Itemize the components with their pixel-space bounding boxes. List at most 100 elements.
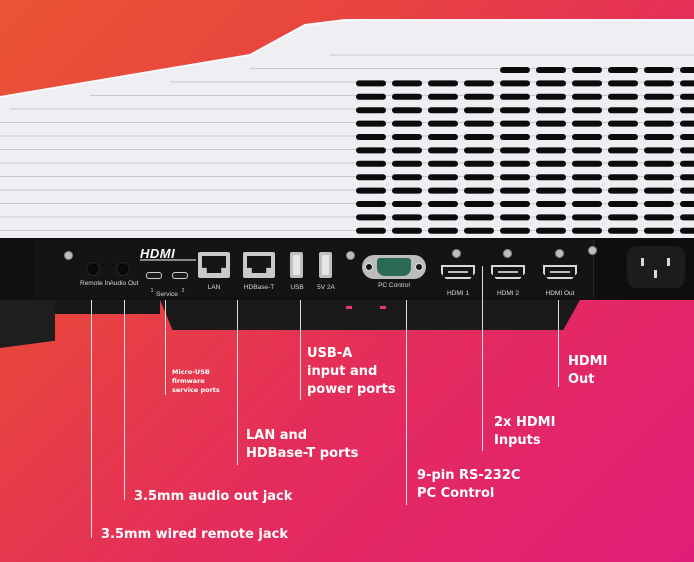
hdmi-1-port[interactable] bbox=[441, 265, 475, 279]
callout-line: input and bbox=[307, 364, 378, 379]
vent-slot bbox=[356, 80, 386, 87]
leader-line-rs232 bbox=[406, 300, 407, 505]
vent-slot bbox=[572, 67, 602, 73]
vent-slot bbox=[356, 107, 386, 114]
vent-slot bbox=[536, 134, 566, 140]
hdmi-out-port[interactable] bbox=[543, 265, 577, 279]
vent-slot bbox=[500, 67, 530, 73]
vent-slot bbox=[536, 174, 566, 181]
usb-port[interactable] bbox=[290, 252, 303, 278]
vent-slot bbox=[500, 187, 530, 194]
usb-power-port[interactable] bbox=[319, 252, 332, 278]
vent-slot bbox=[644, 67, 674, 73]
callout-rs232: 9-pin RS-232C PC Control bbox=[417, 467, 520, 503]
hdmi-2-port[interactable] bbox=[491, 265, 525, 279]
vent-slot bbox=[428, 201, 458, 207]
vent-slot bbox=[680, 67, 694, 73]
callout-micro-usb: Micro-USB firmware service ports bbox=[172, 368, 220, 395]
vent-slot bbox=[392, 201, 422, 207]
hdmi-logo-tagline bbox=[140, 259, 196, 261]
power-pin-icon bbox=[654, 270, 657, 278]
vent-slot bbox=[572, 174, 602, 181]
vent-slot bbox=[536, 120, 566, 127]
callout-line: 2x HDMI bbox=[494, 415, 556, 430]
service-port-2-number: 2 bbox=[181, 288, 185, 294]
vent-slot bbox=[392, 107, 422, 114]
vent-slot bbox=[500, 214, 530, 221]
leader-line-remote bbox=[91, 300, 92, 538]
vent-slot bbox=[572, 93, 602, 100]
vent-slot bbox=[428, 120, 458, 127]
callout-line: USB-A bbox=[307, 346, 353, 361]
vent-slot bbox=[500, 120, 530, 127]
callout-line: Inputs bbox=[494, 433, 541, 448]
vent-slot bbox=[680, 134, 694, 140]
vent-slot bbox=[572, 160, 602, 167]
vent-slot bbox=[428, 134, 458, 140]
remote-in-jack[interactable] bbox=[86, 262, 100, 276]
vent-slot bbox=[392, 227, 422, 234]
power-inlet[interactable] bbox=[627, 246, 685, 288]
vent-slot bbox=[608, 107, 638, 114]
vent-slot bbox=[392, 160, 422, 167]
vent-slot bbox=[428, 214, 458, 221]
vent-slot bbox=[428, 147, 458, 154]
vent-slot bbox=[356, 93, 386, 100]
screw-icon bbox=[503, 249, 512, 258]
callout-line: Micro-USB bbox=[172, 368, 210, 376]
vent-slot bbox=[500, 147, 530, 154]
vent-slot bbox=[680, 120, 694, 127]
vent-slot bbox=[464, 80, 494, 87]
vent-slot bbox=[500, 134, 530, 140]
vent-slot bbox=[500, 227, 530, 234]
vent-slot bbox=[464, 187, 494, 194]
projector-housing bbox=[0, 0, 694, 240]
service-port-1[interactable] bbox=[146, 272, 162, 279]
callout-line: 3.5mm wired remote jack bbox=[101, 527, 289, 542]
callout-lan: LAN and HDBase-T ports bbox=[246, 427, 358, 463]
vent-slot bbox=[464, 174, 494, 181]
leader-line-audio bbox=[124, 300, 125, 500]
callout-hdmi-out: HDMI Out bbox=[568, 353, 607, 389]
vent-slot bbox=[680, 227, 694, 234]
db9-connector bbox=[377, 258, 411, 276]
screw-hole-icon bbox=[365, 263, 373, 271]
power-pin-icon bbox=[667, 258, 670, 266]
vent-slot bbox=[428, 174, 458, 181]
vent-slot bbox=[464, 147, 494, 154]
vent-slot bbox=[572, 201, 602, 207]
screw-icon bbox=[588, 246, 597, 255]
callout-line: firmware bbox=[172, 377, 205, 385]
hdbaset-label: HDBase-T bbox=[243, 284, 275, 291]
lan-port[interactable] bbox=[198, 252, 230, 278]
service-port-2[interactable] bbox=[172, 272, 188, 279]
vent-slot bbox=[608, 80, 638, 87]
hdmi-logo: HDMI bbox=[140, 246, 176, 261]
callout-line: power ports bbox=[307, 382, 396, 397]
vent-slot bbox=[536, 67, 566, 73]
audio-out-jack[interactable] bbox=[116, 262, 130, 276]
vent-slot bbox=[608, 134, 638, 140]
vent-slot bbox=[356, 134, 386, 140]
vent-slot bbox=[644, 120, 674, 127]
callout-line: Out bbox=[568, 372, 595, 387]
service-label: Service bbox=[156, 291, 178, 298]
vent-slot bbox=[680, 187, 694, 194]
vent-slot bbox=[644, 201, 674, 207]
leader-line-hdmi-out bbox=[558, 300, 559, 387]
status-led bbox=[346, 306, 352, 309]
vent-slot bbox=[500, 201, 530, 207]
vent-slot bbox=[428, 227, 458, 234]
vent-slot bbox=[572, 80, 602, 87]
rs232-port[interactable] bbox=[362, 255, 426, 279]
hdbaset-port[interactable] bbox=[243, 252, 275, 278]
vent-slot bbox=[644, 214, 674, 221]
vent-slot bbox=[680, 80, 694, 87]
vent-slot bbox=[356, 214, 386, 221]
vent-slot bbox=[572, 187, 602, 194]
vent-slot bbox=[356, 147, 386, 154]
callout-usb-a: USB-A input and power ports bbox=[307, 345, 396, 399]
vent-slot bbox=[572, 107, 602, 114]
vent-slot bbox=[392, 93, 422, 100]
vent-slot bbox=[392, 120, 422, 127]
